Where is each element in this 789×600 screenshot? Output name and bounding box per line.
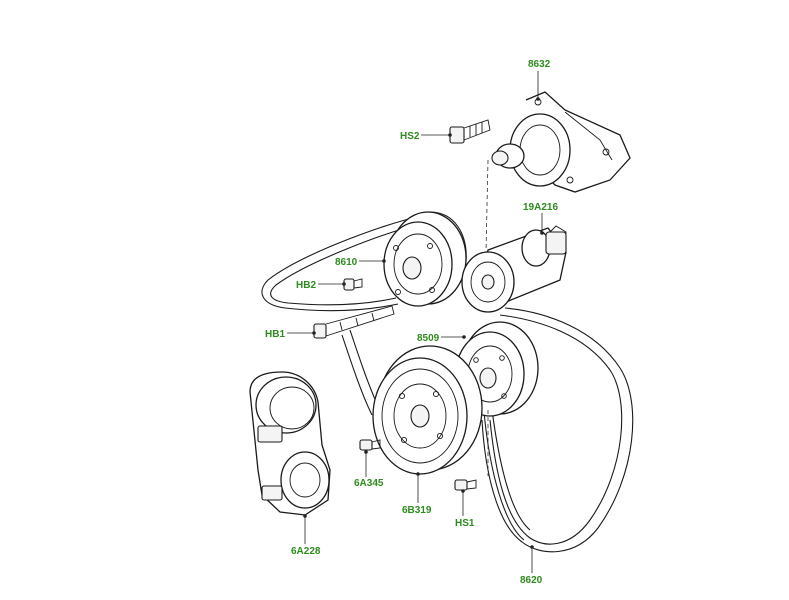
bolt-HS1 xyxy=(454,479,477,491)
belt-tensioner-19A216 xyxy=(461,225,567,313)
label-HS1: HS1 xyxy=(455,518,475,529)
callout-8509: 8509 xyxy=(417,333,466,344)
callout-HS2: HS2 xyxy=(400,131,452,142)
bolt-HS2 xyxy=(449,119,491,144)
bolt-6A345 xyxy=(359,439,381,451)
alignment-lines xyxy=(485,159,489,476)
mounting-bracket-8632 xyxy=(491,91,631,193)
callout-6A345: 6A345 xyxy=(354,450,384,489)
callout-19A216: 19A216 xyxy=(523,202,558,235)
callout-8632: 8632 xyxy=(528,59,551,101)
crankshaft-damper-6B319 xyxy=(372,345,483,475)
callout-HS1: HS1 xyxy=(455,489,475,529)
label-HB2: HB2 xyxy=(296,280,316,291)
pulley-8509 xyxy=(455,321,539,417)
label-19A216: 19A216 xyxy=(523,202,558,213)
label-8509: 8509 xyxy=(417,333,440,344)
label-6B319: 6B319 xyxy=(402,505,432,516)
callout-8610: 8610 xyxy=(335,257,386,268)
label-8620: 8620 xyxy=(520,575,543,586)
callout-6B319: 6B319 xyxy=(402,472,432,516)
label-HB1: HB1 xyxy=(265,329,285,340)
label-6A345: 6A345 xyxy=(354,478,384,489)
bolt-HB1 xyxy=(313,305,395,339)
callout-HB2: HB2 xyxy=(296,280,346,291)
label-6A228: 6A228 xyxy=(291,546,321,557)
callout-8620: 8620 xyxy=(520,545,543,586)
bolt-HB2 xyxy=(343,278,363,291)
label-8610: 8610 xyxy=(335,257,358,268)
tensioner-assembly-6A228 xyxy=(249,371,331,516)
callouts: 8632 HS2 19A216 8610 HB2 HB1 xyxy=(265,59,558,586)
label-HS2: HS2 xyxy=(400,131,420,142)
idler-pulley-8610 xyxy=(383,211,467,307)
drive-belt-8620 xyxy=(481,307,634,553)
label-8632: 8632 xyxy=(528,59,551,70)
callout-6A228: 6A228 xyxy=(291,514,321,557)
callout-HB1: HB1 xyxy=(265,329,316,340)
